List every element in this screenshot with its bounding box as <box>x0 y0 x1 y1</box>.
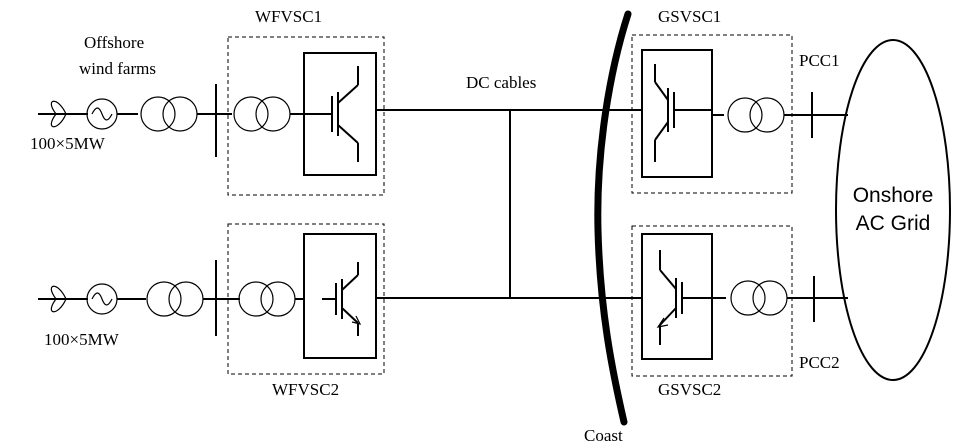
gsvsc2-enclosure <box>631 225 793 377</box>
wind-farm-2-rating: 100×5MW <box>44 330 120 349</box>
generator-icon <box>86 98 118 130</box>
wfvsc2-label: WFVSC2 <box>272 380 339 399</box>
coast-label: Coast <box>584 426 623 444</box>
onshore-grid-label-2: AC Grid <box>856 212 931 235</box>
gsvsc1-label: GSVSC1 <box>658 7 721 26</box>
upper-branch: WFVSC1 Offshore wind farms 100×5MW <box>30 7 385 196</box>
gsvsc2-group: GSVSC2 PCC2 <box>631 225 848 399</box>
lower-branch: WFVSC2 100×5MW <box>38 223 385 399</box>
converter-block-icon <box>641 49 713 178</box>
transformer-icon <box>727 97 785 133</box>
pcc2-label: PCC2 <box>799 353 840 372</box>
wfvsc2-enclosure <box>227 223 385 375</box>
coast-line <box>594 10 632 426</box>
converter-block-icon <box>303 233 377 359</box>
wind-turbine-icon <box>38 285 88 313</box>
dc-network: DC cables <box>376 73 642 299</box>
transformer-icon <box>140 96 198 132</box>
gsvsc1-group: GSVSC1 PCC1 <box>631 7 848 194</box>
transformer-icon <box>238 281 296 317</box>
offshore-wind-farms-label: Offshore <box>84 33 144 52</box>
offshore-wind-farms-label-2: wind farms <box>79 59 156 78</box>
pcc1-label: PCC1 <box>799 51 840 70</box>
converter-block-icon <box>641 233 713 360</box>
dc-cables-label: DC cables <box>466 73 536 92</box>
onshore-grid-label: Onshore <box>853 184 934 207</box>
gsvsc2-label: GSVSC2 <box>658 380 721 399</box>
generator-icon <box>86 283 118 315</box>
onshore-grid: Onshore AC Grid <box>835 39 951 381</box>
transformer-icon <box>233 96 291 132</box>
wfvsc1-enclosure <box>227 36 385 196</box>
converter-block-icon <box>303 52 377 176</box>
wind-turbine-icon <box>38 100 88 128</box>
wfvsc1-label: WFVSC1 <box>255 7 322 26</box>
transformer-icon <box>730 280 788 316</box>
wind-farm-1-rating: 100×5MW <box>30 134 106 153</box>
onshore-grid-ellipse <box>835 39 951 381</box>
transformer-icon <box>146 281 204 317</box>
